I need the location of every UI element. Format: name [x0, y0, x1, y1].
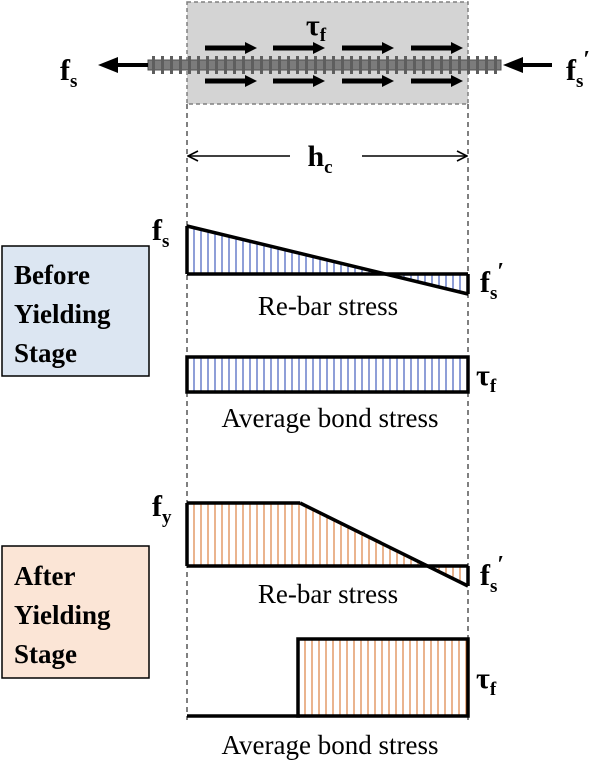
bond-shear-arrows [205, 42, 463, 87]
before-bond-stress-block [185, 355, 470, 394]
rebar-rib [170, 56, 173, 74]
rebar-rib [260, 56, 263, 74]
rebar-rib [296, 56, 299, 74]
rebar-rib [431, 56, 434, 74]
after-stage-background [1, 545, 150, 679]
after-stage-line-2: Yielding [14, 600, 111, 630]
rebar-rib [251, 56, 254, 74]
after-rebar-stress-hatch [193, 503, 468, 586]
rebar-rib [305, 56, 308, 74]
rebar-rib [233, 56, 236, 74]
before-rebar-caption: Re-bar stress [258, 291, 398, 321]
rebar-rib [467, 56, 470, 74]
rebar-rib [242, 56, 245, 74]
shear-arrow [273, 42, 325, 54]
rebar-rib [494, 56, 497, 74]
rebar-rib [404, 56, 407, 74]
left-force-arrow [98, 57, 148, 73]
before-stage-line-2: Yielding [14, 299, 111, 329]
concrete-block [186, 1, 469, 105]
rebar-rib [458, 56, 461, 74]
rebar-rib [224, 56, 227, 74]
before-stage-line-1: Before [14, 260, 90, 290]
rebar-rib [206, 56, 209, 74]
after-stage-line-3: Stage [14, 639, 77, 669]
after-rebar-right-label: fs′ [480, 552, 504, 597]
right-force-arrow [503, 57, 552, 73]
rebar-rib [314, 56, 317, 74]
shear-arrow [411, 75, 463, 87]
before-stage-box: Before Yielding Stage [1, 245, 150, 377]
rebar-rib [341, 56, 344, 74]
rebar-rib [476, 56, 479, 74]
rebar-rib [197, 56, 200, 74]
rebar-rib [377, 56, 380, 74]
rebar-rib [386, 56, 389, 74]
rebar-rib [278, 56, 281, 74]
after-rebar-stress-diagram [185, 501, 470, 588]
before-rebar-stress-diagram [185, 224, 470, 296]
after-rebar-left-label: fy [152, 490, 172, 528]
right-force-label: fs′ [566, 47, 590, 92]
after-bond-caption: Average bond stress [222, 730, 439, 760]
before-bond-caption: Average bond stress [222, 403, 439, 433]
after-bond-stress-hatch [304, 639, 467, 716]
rebar-rib [323, 56, 326, 74]
rebar-rib [422, 56, 425, 74]
after-yielding-section: After Yielding Stage fy fs′ Re-bar stres… [1, 490, 504, 760]
before-yielding-section: Before Yielding Stage fs fs′ Re-bar stre… [1, 214, 504, 433]
before-rebar-left-label: fs [152, 214, 169, 252]
length-dimension-label: hc [307, 140, 332, 178]
rebar-rib [359, 56, 362, 74]
rebar-rib [161, 56, 164, 74]
bond-stress-top-label: τf [306, 9, 327, 46]
before-rebar-stress-hatch [193, 227, 468, 294]
after-bond-label: τf [476, 662, 497, 700]
shear-arrow [411, 42, 463, 54]
rebar-rib [440, 56, 443, 74]
length-dimension: hc [188, 140, 467, 178]
before-stage-background [1, 245, 150, 377]
rebar-rib [287, 56, 290, 74]
shear-arrow [205, 42, 257, 54]
rebar-rib [332, 56, 335, 74]
rebar-ribs [152, 56, 497, 74]
rebar-rib [152, 56, 155, 74]
rebar-rib [449, 56, 452, 74]
after-stage-box: After Yielding Stage [1, 545, 150, 679]
after-bond-stress-block [187, 637, 470, 718]
rebar [147, 56, 502, 74]
before-rebar-right-label: fs′ [480, 259, 504, 304]
rebar-rib [395, 56, 398, 74]
rebar-rib [368, 56, 371, 74]
before-stage-line-3: Stage [14, 338, 77, 368]
shear-arrow [342, 42, 394, 54]
left-force-label: fs [60, 54, 77, 92]
shear-arrow [205, 75, 257, 87]
rebar-rib [215, 56, 218, 74]
rebar-rib [179, 56, 182, 74]
rebar-rib [350, 56, 353, 74]
rebar-rib [188, 56, 191, 74]
rebar-rib [485, 56, 488, 74]
before-bond-label: τf [476, 359, 497, 397]
after-stage-line-1: After [14, 561, 75, 591]
shear-arrow [342, 75, 394, 87]
concrete-block-panel: τf fs fs′ [60, 1, 590, 105]
after-rebar-caption: Re-bar stress [258, 579, 398, 609]
rebar-rib [413, 56, 416, 74]
shear-arrow [273, 75, 325, 87]
before-bond-stress-hatch [193, 357, 468, 392]
rebar-rib [269, 56, 272, 74]
